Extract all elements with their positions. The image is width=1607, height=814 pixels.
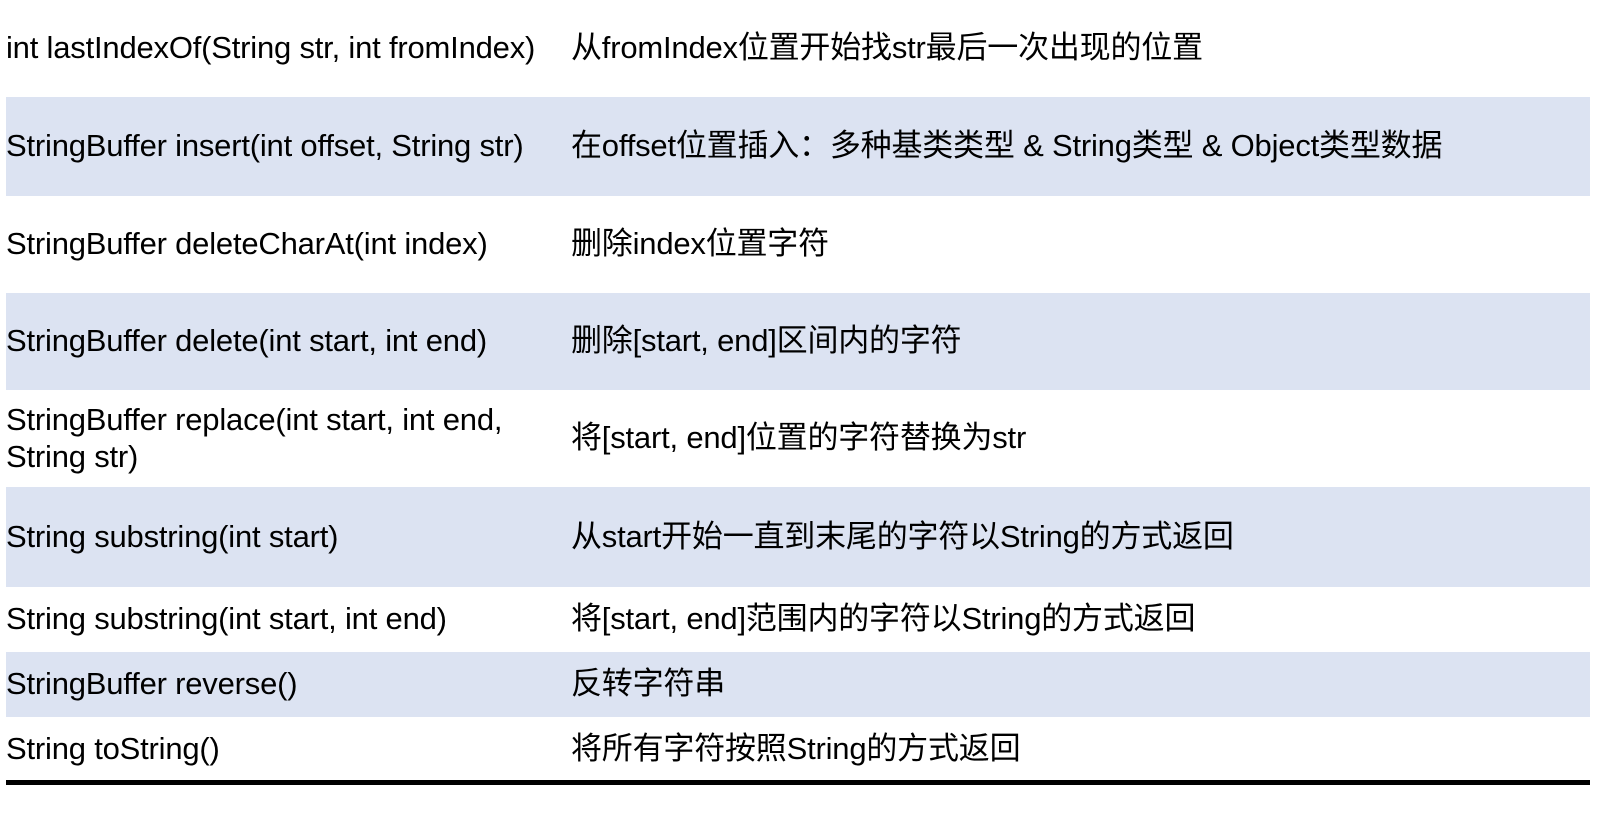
table-body: int lastIndexOf(String str, int fromInde… [6, 0, 1590, 782]
table-row: String substring(int start) 从start开始一直到末… [6, 487, 1590, 587]
method-signature-cell: String substring(int start, int end) [6, 601, 447, 637]
method-description-cell: 删除index位置字符 [571, 226, 829, 262]
string-buffer-method-table: int lastIndexOf(String str, int fromInde… [6, 0, 1590, 782]
method-description-cell: 将[start, end]范围内的字符以String的方式返回 [571, 601, 1196, 637]
table-row: StringBuffer replace(int start, int end,… [6, 390, 1590, 487]
method-signature-cell: String toString() [6, 731, 220, 767]
method-signature-cell: StringBuffer delete(int start, int end) [6, 323, 487, 359]
method-signature-cell: String substring(int start) [6, 518, 339, 554]
method-signature-cell: StringBuffer reverse() [6, 666, 298, 702]
table-bottom-border [6, 780, 1590, 785]
method-signature-cell: StringBuffer deleteCharAt(int index) [6, 226, 488, 262]
table-row: StringBuffer delete(int start, int end) … [6, 293, 1590, 390]
table-row: StringBuffer deleteCharAt(int index) 删除i… [6, 196, 1590, 293]
method-description-cell: 从fromIndex位置开始找str最后一次出现的位置 [571, 30, 1203, 66]
method-description-cell: 在offset位置插入：多种基类类型 & String类型 & Object类型… [571, 128, 1443, 164]
method-description-cell: 删除[start, end]区间内的字符 [571, 323, 962, 359]
method-description-cell: 反转字符串 [571, 666, 725, 702]
method-description-cell: 从start开始一直到末尾的字符以String的方式返回 [571, 518, 1234, 554]
method-description-cell: 将[start, end]位置的字符替换为str [571, 420, 1027, 456]
method-signature-cell: StringBuffer replace(int start, int end,… [6, 401, 503, 474]
method-description-cell: 将所有字符按照String的方式返回 [571, 731, 1021, 767]
table-row: StringBuffer reverse() 反转字符串 [6, 652, 1590, 717]
table-row: StringBuffer insert(int offset, String s… [6, 97, 1590, 196]
table-row: String substring(int start, int end) 将[s… [6, 587, 1590, 652]
table-row: int lastIndexOf(String str, int fromInde… [6, 0, 1590, 97]
method-signature-cell: int lastIndexOf(String str, int fromInde… [6, 30, 536, 66]
method-signature-cell: StringBuffer insert(int offset, String s… [6, 128, 524, 164]
table-row: String toString() 将所有字符按照String的方式返回 [6, 717, 1590, 782]
